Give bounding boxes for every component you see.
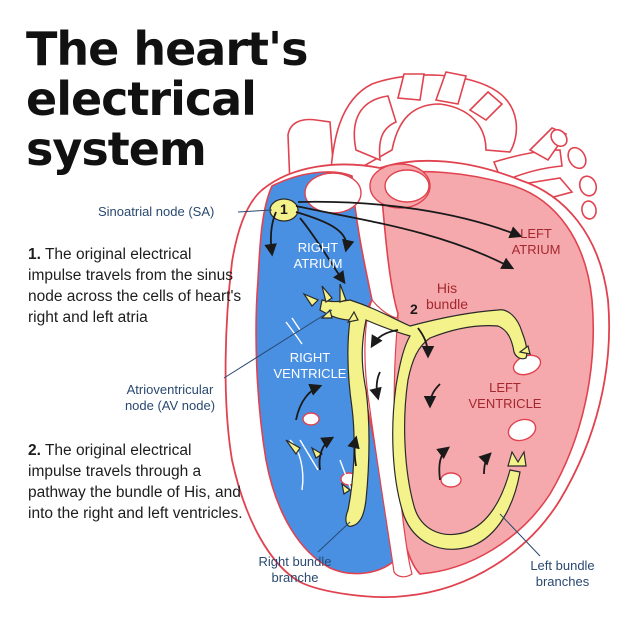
impulse-arrows xyxy=(264,200,523,481)
conduction-pathway xyxy=(269,198,531,550)
title-line-3: system xyxy=(26,122,207,176)
right-atrium-label: RIGHT ATRIUM xyxy=(278,240,358,272)
left-atrium-label: LEFT ATRIUM xyxy=(496,226,576,258)
right-bundle-label: Right bundle branche xyxy=(240,554,350,586)
right-atrium-label-line-1: RIGHT xyxy=(297,240,339,255)
left-ventricle-label: LEFT VENTRICLE xyxy=(460,380,550,412)
right-bundle-label-line-2: branche xyxy=(271,570,319,585)
step-2-text: The original electrical impulse travels … xyxy=(28,442,243,522)
left-ventricle-label-line-2: VENTRICLE xyxy=(468,396,542,411)
marker-1: 1 xyxy=(280,201,288,217)
av-node-label-line-1: Atrioventricular xyxy=(126,382,214,397)
left-bundle-label-line-2: branches xyxy=(535,574,590,589)
step-2-number: 2. xyxy=(28,442,41,459)
left-bundle-label-line-1: Left bundle xyxy=(530,558,595,573)
sa-node-label: Sinoatrial node (SA) xyxy=(98,204,215,219)
his-bundle-label-line-1: His xyxy=(436,280,458,296)
page-title: The heart's electrical system xyxy=(26,22,308,176)
right-atrium-label-line-2: ATRIUM xyxy=(293,256,343,271)
marker-2: 2 xyxy=(410,301,418,317)
great-vessels xyxy=(287,71,598,220)
av-node-label-line-2: node (AV node) xyxy=(124,398,216,413)
av-node-label: Atrioventricular node (AV node) xyxy=(110,382,230,414)
step-1-text: The original electrical impulse travels … xyxy=(28,246,242,326)
left-ventricle-label-line-1: LEFT xyxy=(489,380,521,395)
step-2-description: 2. The original electrical impulse trave… xyxy=(28,440,246,524)
his-bundle-label: His bundle xyxy=(412,280,482,312)
step-1-number: 1. xyxy=(28,246,41,263)
left-bundle-label: Left bundle branches xyxy=(515,558,610,590)
his-bundle-label-line-2: bundle xyxy=(425,296,469,312)
left-atrium-label-line-1: LEFT xyxy=(520,226,552,241)
left-atrium-label-line-2: ATRIUM xyxy=(511,242,561,257)
septum xyxy=(364,298,413,578)
right-ventricle-label-line-2: VENTRICLE xyxy=(273,366,347,381)
title-line-2: electrical xyxy=(26,72,257,126)
step-1-description: 1. The original electrical impulse trave… xyxy=(28,244,243,328)
leader-lines xyxy=(223,209,541,557)
right-bundle-label-line-1: Right bundle xyxy=(258,554,332,569)
title-line-1: The heart's xyxy=(26,22,308,76)
right-ventricle-label: RIGHT VENTRICLE xyxy=(268,350,352,382)
right-ventricle-label-line-1: RIGHT xyxy=(289,350,331,365)
